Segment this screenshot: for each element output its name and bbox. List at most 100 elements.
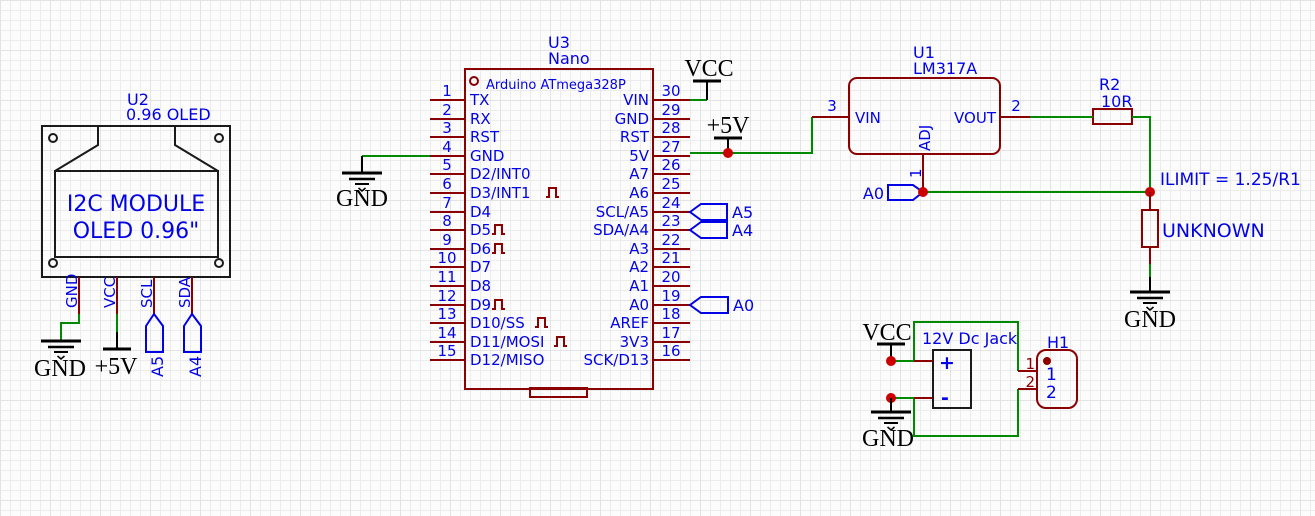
pin-number: 6	[442, 175, 452, 193]
pin-name: SCK/D13	[583, 351, 649, 369]
net-label-a0: A0	[863, 184, 884, 203]
pin-number: 17	[661, 324, 680, 342]
nano-vcc-net[interactable]: VCC	[684, 56, 734, 101]
vcc-label: VCC	[684, 56, 733, 82]
r2-value: 10R	[1101, 92, 1132, 111]
pin-number: 23	[661, 212, 680, 230]
gnd-label: GND	[1124, 307, 1176, 333]
pin-name: SDA/A4	[593, 221, 649, 239]
wire-junction	[886, 356, 896, 366]
pin-name: VIN	[623, 91, 649, 109]
unknown-resistor-body	[1141, 209, 1159, 248]
wire-oled-gnd[interactable]	[60, 314, 80, 341]
r2-refdes: R2	[1099, 75, 1120, 94]
oled-pin-label-sda: SDA	[176, 276, 194, 308]
gnd-label: GND	[862, 426, 914, 452]
pin-number: 2	[1025, 373, 1035, 391]
pin-name: RST	[620, 128, 650, 146]
oled-mount-hole-icon	[48, 258, 58, 268]
net-flag-shape	[688, 221, 728, 239]
pin-number: 8	[442, 212, 452, 230]
nano-value: Nano	[548, 49, 590, 68]
pin-number: 18	[661, 305, 680, 323]
net-flag-a0-nano[interactable]: A0	[688, 296, 754, 315]
pin-name: D5	[470, 221, 491, 239]
net-flag-a5-nano[interactable]: A5	[688, 203, 753, 222]
pin-name: RX	[470, 110, 491, 128]
net-flag-a5-oled[interactable]: A5	[145, 312, 167, 377]
pwm-pulse-icon	[492, 299, 505, 310]
pin-number: 5	[442, 156, 452, 174]
pin-name: A1	[629, 277, 649, 295]
pin-name: A6	[629, 184, 649, 202]
dc-jack-label: 12V Dc Jack	[922, 329, 1018, 348]
pin-number: 1	[442, 82, 452, 100]
resistor-unknown[interactable]: UNKNOWN GND	[1124, 192, 1265, 333]
pwm-pulse-icon	[535, 317, 548, 328]
pin-number: 19	[661, 287, 680, 305]
pin-number: 22	[661, 231, 680, 249]
nano-usb-tab	[529, 387, 588, 398]
pin-name: A7	[629, 165, 649, 183]
dc-jack[interactable]: 12V Dc Jack + -	[922, 329, 1018, 409]
nano-right-pin-stubs	[653, 99, 690, 361]
pin-number: 15	[437, 342, 456, 360]
pin-number: 27	[661, 138, 680, 156]
pin-name: D10/SS	[470, 314, 525, 332]
pin-number: 10	[437, 249, 456, 267]
oled-pin-stubs	[78, 277, 193, 314]
pin-name-adj: ADJ	[916, 125, 934, 151]
regulator-u1[interactable]: U1 LM317A 3 2 1 VIN VOUT ADJ	[812, 43, 1030, 192]
nano-5v-net[interactable]: +5V	[690, 113, 813, 158]
gnd-label: GND	[34, 356, 86, 382]
pin-name: GND	[470, 147, 504, 165]
net-flag-a4-nano[interactable]: A4	[688, 221, 753, 240]
resistor-r2[interactable]: R2 10R	[1092, 75, 1133, 125]
vcc-label: VCC	[862, 320, 911, 346]
output-net[interactable]: ILIMIT = 1.25/R1	[918, 116, 1301, 197]
dc-jack-plus: +	[939, 352, 955, 374]
wire-r2-down[interactable]	[1132, 116, 1151, 192]
oled-5v-net[interactable]: +5V	[95, 314, 139, 380]
jack-vcc-net[interactable]: VCC	[862, 320, 1019, 371]
pwm-pulse-icon	[554, 336, 567, 347]
oled-module-u2[interactable]: U2 0.96 OLED I2C MODULE OLED 0.96" GND V…	[41, 90, 231, 314]
pwm-pulse-icon	[492, 243, 505, 254]
pin-number: 4	[442, 138, 452, 156]
oled-pin-label-vcc: VCC	[101, 277, 119, 308]
pin-number: 29	[661, 101, 680, 119]
pin-name: D9	[470, 296, 491, 314]
oled-screen	[54, 170, 219, 258]
ilimit-note[interactable]: ILIMIT = 1.25/R1	[1160, 170, 1301, 190]
net-flag-a0-adj[interactable]: A0	[863, 184, 925, 203]
wire-junction	[723, 148, 733, 158]
pin-name: D6	[470, 240, 491, 258]
nano-left-pin-stubs	[430, 99, 465, 361]
arduino-nano-u3[interactable]: U3 Nano Arduino ATmega328P 1 2 3 4 5 6 7…	[430, 33, 690, 398]
net-label-a4: A4	[186, 356, 205, 377]
pin-number: 20	[661, 268, 680, 286]
net-label-a5: A5	[148, 356, 167, 377]
oled-value: 0.96 OLED	[126, 105, 211, 124]
pin-name: AREF	[610, 314, 649, 332]
net-flag-a4-oled[interactable]: A4	[183, 312, 205, 377]
header-h1[interactable]: H1 1 2 1 2	[1018, 333, 1078, 409]
pin-number: 1	[1025, 355, 1035, 373]
pin-name: GND	[615, 110, 649, 128]
pin-number: 28	[661, 119, 680, 137]
oled-gnd-net[interactable]: GND	[34, 314, 86, 382]
pin-name: A3	[629, 240, 649, 258]
nano-refdes: U3	[548, 33, 570, 52]
net-label-a4: A4	[732, 221, 753, 240]
oled-mount-hole-icon	[48, 133, 58, 143]
pin-number: 3	[442, 119, 452, 137]
pin-name: D2/INT0	[470, 165, 531, 183]
nano-gnd-net[interactable]: GND	[336, 155, 430, 212]
dc-jack-minus: -	[941, 387, 949, 409]
jack-gnd-net[interactable]: GND	[862, 389, 1019, 452]
pin-name: D11/MOSI	[470, 333, 544, 351]
pin-name: 1	[1046, 365, 1057, 385]
pin-name: RST	[470, 128, 500, 146]
pin-number: 30	[661, 82, 680, 100]
